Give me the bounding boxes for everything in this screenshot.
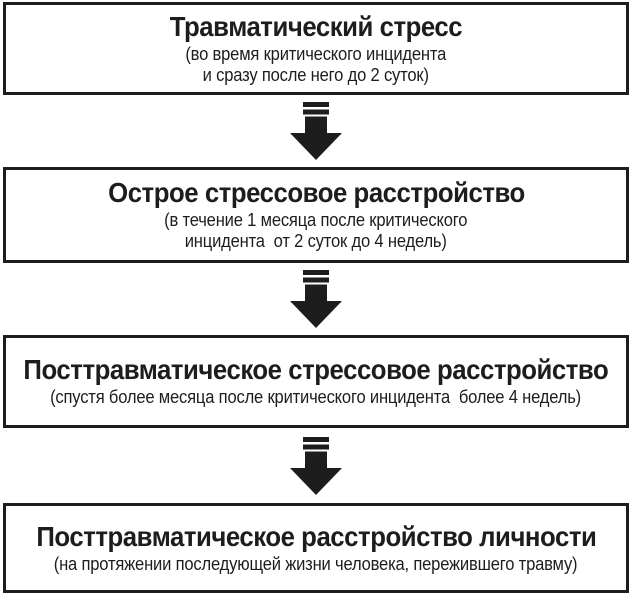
stage-box-acute-stress-disorder: Острое стрессовое расстройство (в течени… bbox=[3, 167, 629, 263]
flow-connector bbox=[0, 95, 632, 167]
stage-title: Посттравматическое стрессовое расстройст… bbox=[23, 354, 609, 385]
stage-subtitle: (в течение 1 месяца после критического и… bbox=[164, 210, 468, 251]
stage-subtitle: (во время критического инцидента и сразу… bbox=[185, 43, 447, 85]
stage-subtitle: (на протяжении последующей жизни человек… bbox=[54, 553, 578, 574]
down-arrow-icon bbox=[290, 436, 342, 495]
stage-title: Острое стрессовое расстройство bbox=[107, 177, 525, 208]
flow-connector bbox=[0, 263, 632, 335]
stage-subtitle: (спустя более месяца после критического … bbox=[50, 387, 582, 407]
stage-title: Травматический стресс bbox=[169, 10, 463, 42]
stage-box-posttraumatic-stress-disorder: Посттравматическое стрессовое расстройст… bbox=[3, 335, 629, 428]
stage-title: Посттравматическое расстройство личности bbox=[35, 520, 597, 552]
stage-box-posttraumatic-personality-disorder: Посттравматическое расстройство личности… bbox=[3, 503, 629, 593]
down-arrow-icon bbox=[290, 270, 342, 328]
flow-connector bbox=[0, 428, 632, 503]
down-arrow-icon bbox=[290, 102, 342, 160]
stage-box-traumatic-stress: Травматический стресс (во время критичес… bbox=[3, 2, 629, 95]
